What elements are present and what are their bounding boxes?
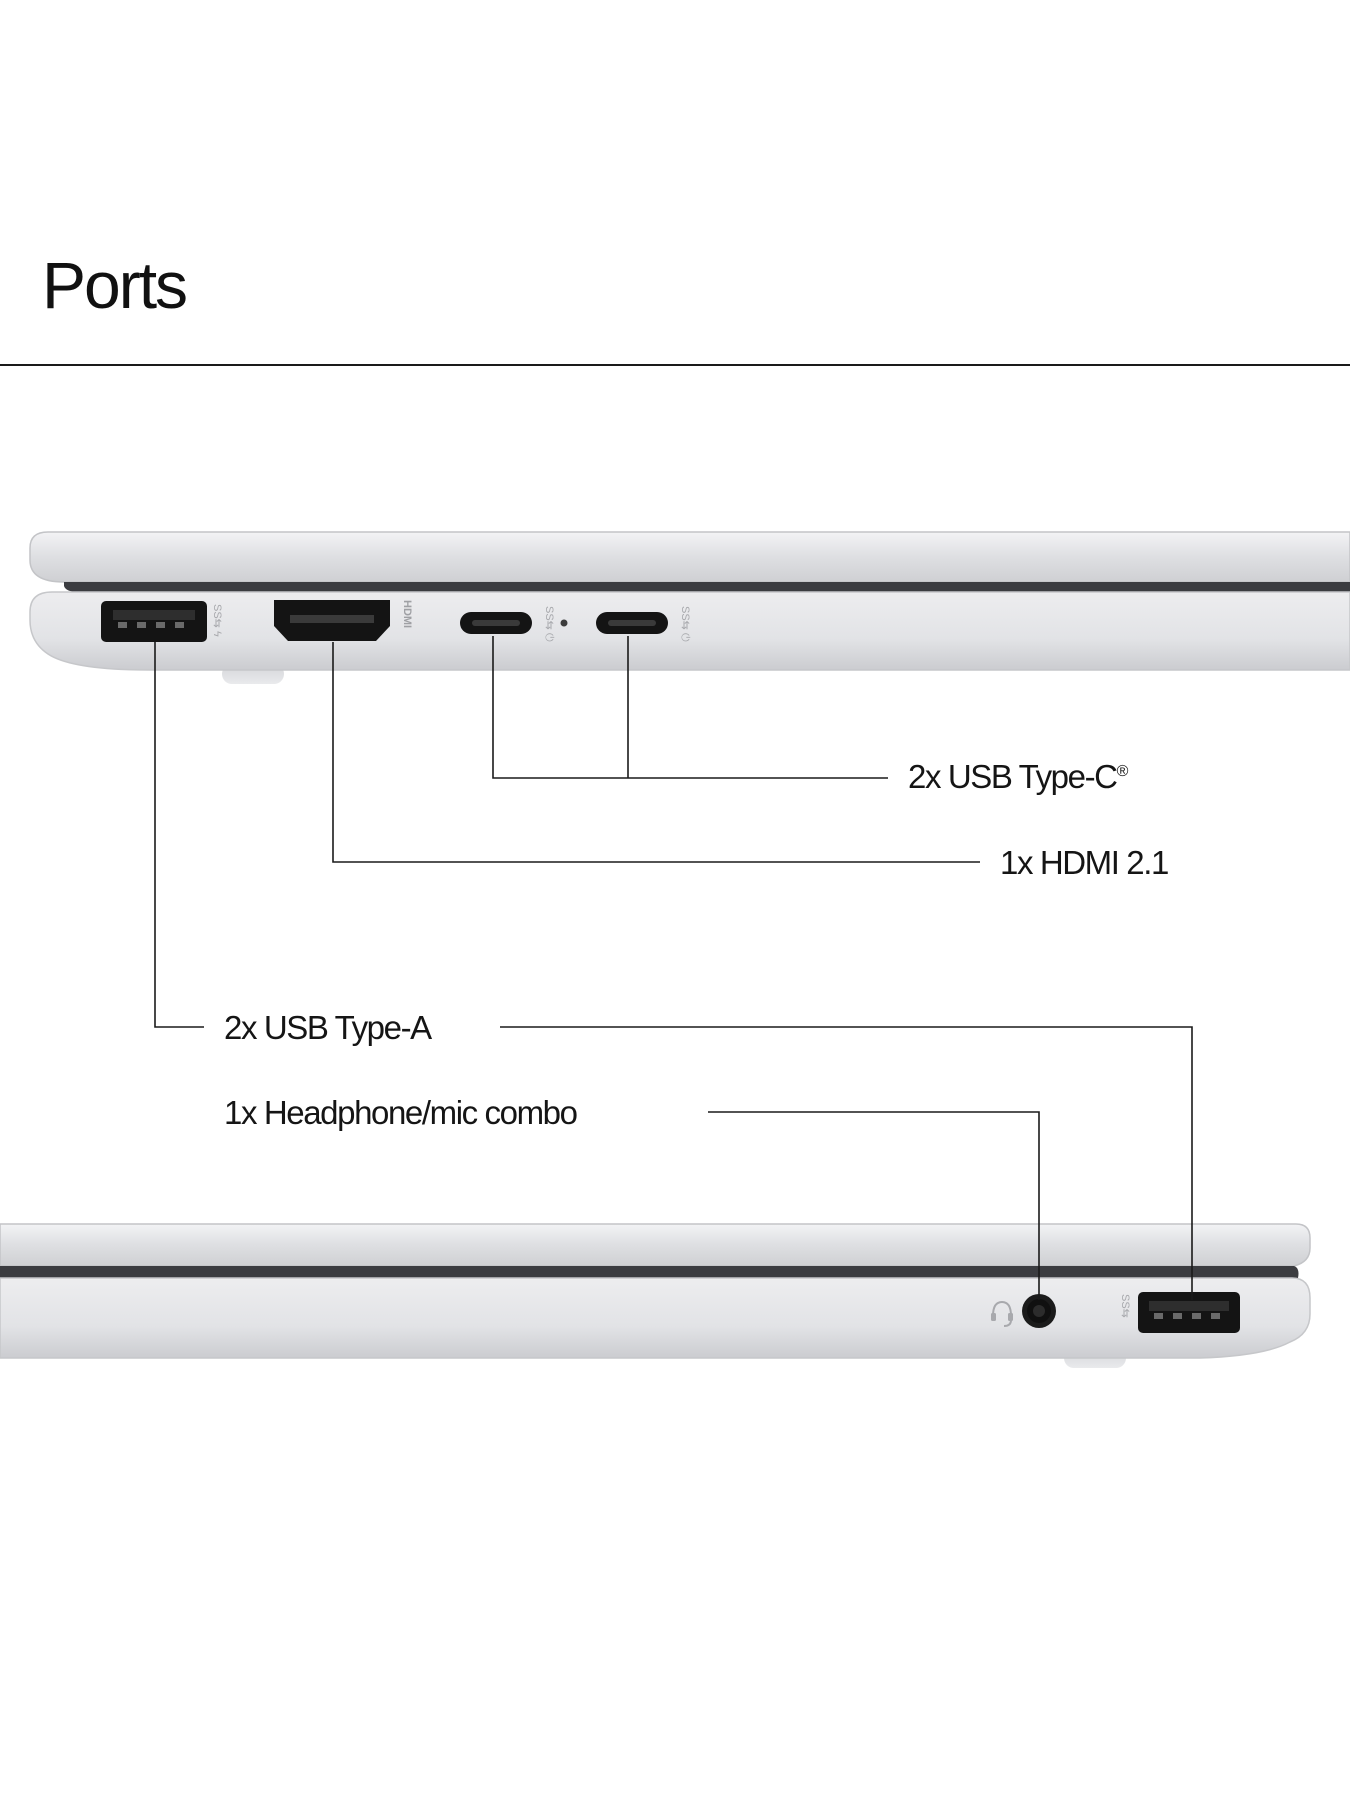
- ss-usb-power-icon: SS⇆ ⏻: [543, 606, 555, 642]
- leader-lines: [154, 636, 1193, 1300]
- leader-line-audio: [708, 1111, 1040, 1300]
- page-title: Ports: [42, 248, 188, 322]
- laptop-lid: [29, 531, 1350, 583]
- headphone-mic-label: 1x Headphone/mic combo: [224, 1094, 578, 1131]
- usb-a-port-right: [1138, 1292, 1240, 1333]
- hdmi-label: 1x HDMI 2.1: [1000, 844, 1169, 881]
- lid-seam: [64, 582, 1350, 592]
- hdmi-logo-icon: HDMI: [401, 600, 413, 628]
- ss-usb-power-icon: SS⇆ ⏻: [679, 606, 691, 642]
- headset-icon: [991, 1300, 1013, 1327]
- leader-line-hdmi: [332, 642, 980, 863]
- title-divider: [0, 364, 1350, 366]
- laptop-base: [0, 1277, 1311, 1359]
- laptop-left-side: SS⇆ ϟ HDMI SS⇆ ⏻ SS⇆ ⏻: [29, 531, 1350, 684]
- lid-seam: [0, 1266, 1299, 1278]
- svg-text:SS⇆ ⏻: SS⇆ ⏻: [679, 606, 691, 642]
- leader-line-usb-c: [492, 636, 888, 779]
- status-led: [560, 619, 568, 627]
- registered-mark: ®: [1116, 763, 1129, 780]
- laptop-right-side: SS⇆: [0, 1223, 1311, 1368]
- usb-a-label: 2x USB Type-A: [224, 1009, 432, 1046]
- laptop-lid: [0, 1223, 1311, 1267]
- usb-c-label: 2x USB Type-C®: [908, 758, 1129, 795]
- usb-c-port-2: [596, 612, 668, 634]
- headphone-jack: [1022, 1294, 1056, 1328]
- svg-text:HDMI: HDMI: [401, 600, 413, 628]
- usb-c-port-1: [460, 612, 532, 634]
- leader-line-usb-a: [154, 642, 204, 1028]
- ss-usb-charging-icon: SS⇆ ϟ: [211, 604, 223, 637]
- svg-text:SS⇆: SS⇆: [1119, 1294, 1131, 1318]
- ss-usb-icon: SS⇆: [1119, 1294, 1131, 1318]
- svg-text:SS⇆ ϟ: SS⇆ ϟ: [211, 604, 223, 637]
- svg-text:SS⇆ ⏻: SS⇆ ⏻: [543, 606, 555, 642]
- usb-a-port-left: [101, 601, 207, 642]
- leader-line-usb-a: [500, 1026, 1193, 1300]
- hdmi-port: [274, 600, 390, 641]
